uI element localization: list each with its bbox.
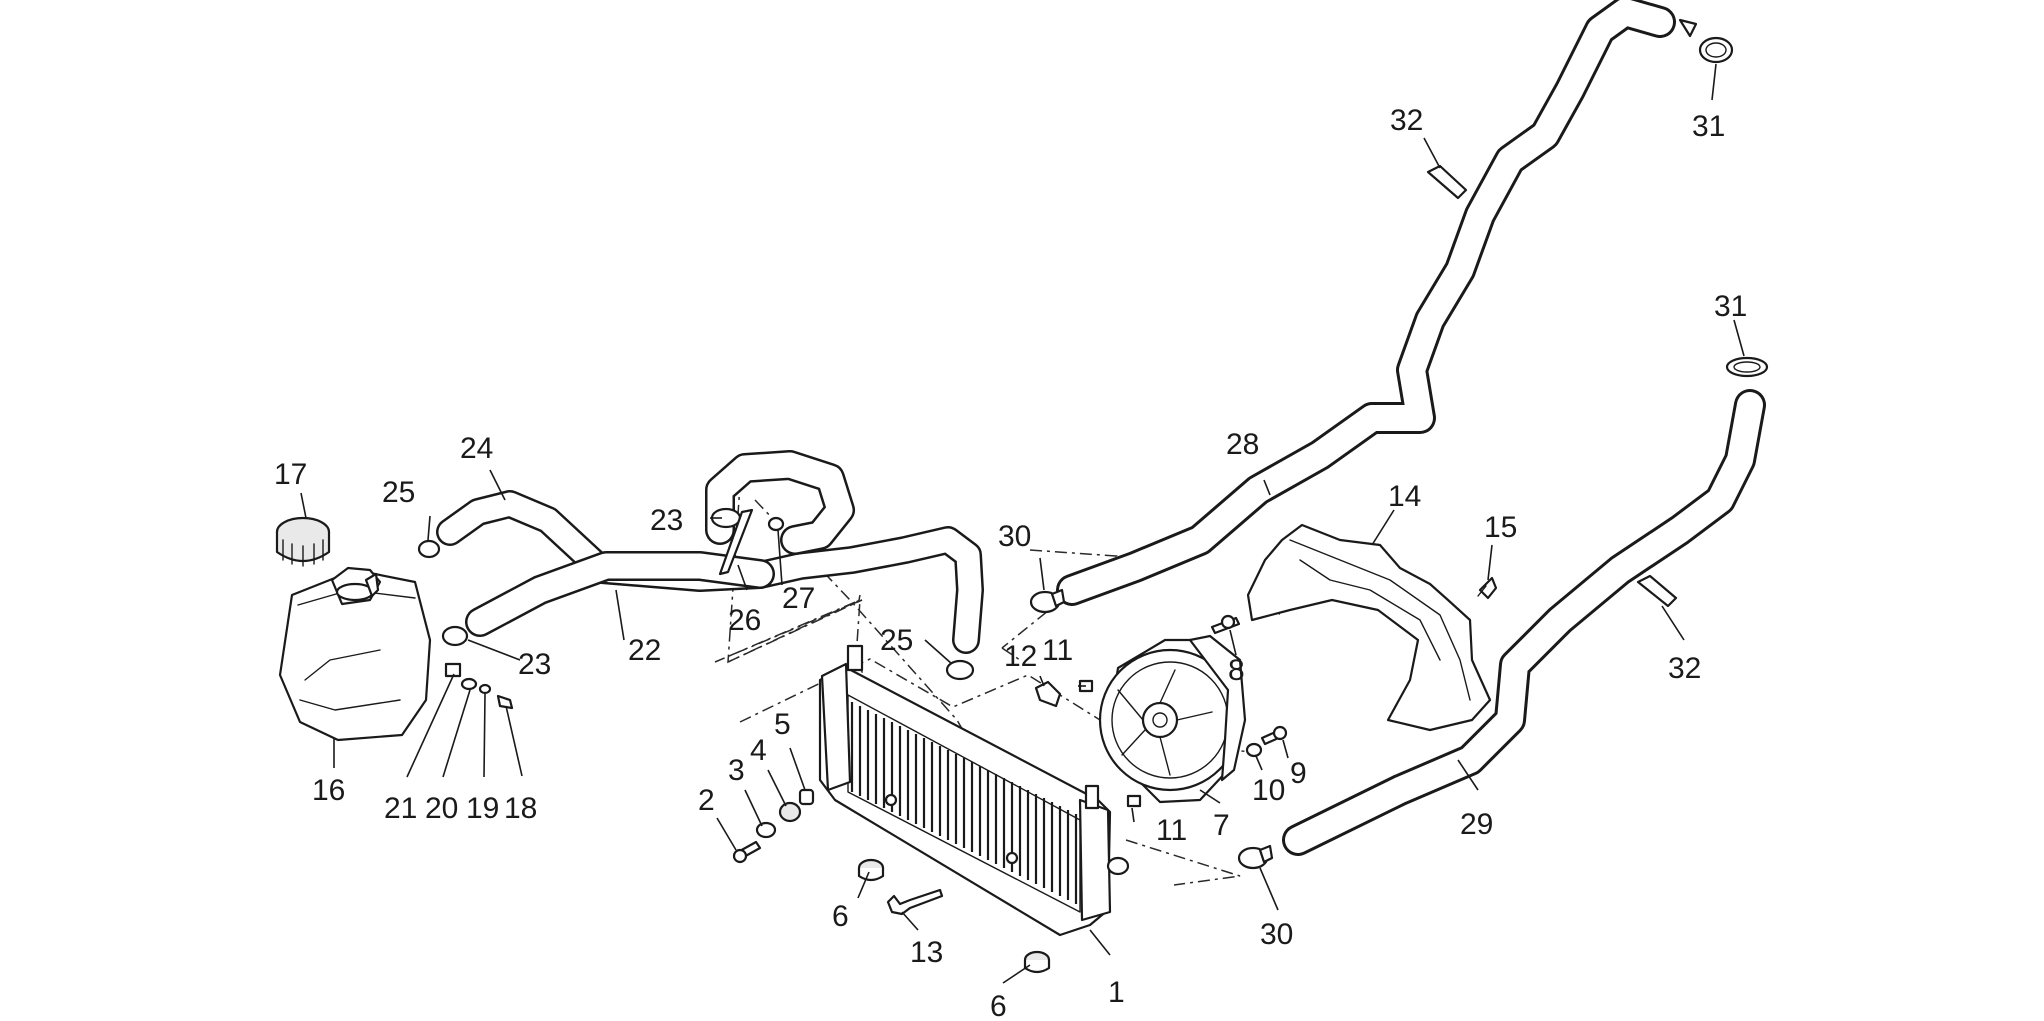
callout-8: 8 [1228,654,1245,687]
callout-27: 27 [782,582,815,615]
callout-11-lower: 11 [1156,814,1187,847]
callout-22: 22 [628,634,661,667]
callout-25-right: 25 [880,624,913,657]
callout-32-upper: 32 [1390,104,1423,137]
callout-30-lower: 30 [1260,918,1293,951]
callout-2: 2 [698,784,715,817]
clip-32-upper [1426,164,1468,200]
callout-10: 10 [1252,774,1285,807]
radiator-mount-parts [732,788,1051,974]
callout-15: 15 [1484,511,1517,544]
callout-24: 24 [460,432,493,465]
leader-lines [300,63,1745,984]
fan-shroud [1246,523,1492,732]
expansion-tank [278,566,432,742]
clip-32-lower [1636,574,1678,608]
callout-14: 14 [1388,480,1421,513]
hose-29 [1282,389,1766,856]
callout-19: 19 [466,792,499,825]
callout-20: 20 [425,792,458,825]
clamp-30-lower [1237,844,1274,870]
clamp-31-upper [1678,18,1734,64]
callout-5: 5 [774,708,791,741]
callout-18: 18 [504,792,537,825]
callout-16: 16 [312,774,345,807]
hose-28 [1056,0,1676,606]
callout-23-upper: 23 [650,504,683,537]
clamps-upper-hose [710,507,975,681]
callout-11-upper: 11 [1042,634,1073,667]
callout-17: 17 [274,458,307,491]
callout-3: 3 [728,754,745,787]
radiator [818,644,1130,937]
callout-1: 1 [1108,976,1125,1009]
tank-cap [275,516,331,567]
hose-24 [436,490,984,654]
callout-9: 9 [1290,757,1307,790]
small-fittings-tank [417,539,514,710]
hose-loop [705,450,855,555]
cooling-fan [1098,634,1247,804]
hose-22 [465,551,775,637]
callout-26: 26 [728,604,761,637]
callout-23-lower: 23 [518,648,551,681]
callout-30-upper: 30 [998,520,1031,553]
callout-21: 21 [384,792,417,825]
clamp-31-lower [1725,356,1769,378]
callout-12: 12 [1004,640,1037,673]
clamp-30-upper [1029,588,1066,614]
callout-32-lower: 32 [1668,652,1701,685]
callout-6-upper: 6 [832,900,849,933]
push-pin [1477,576,1498,600]
callout-7: 7 [1213,809,1230,842]
callout-29: 29 [1460,808,1493,841]
callout-4: 4 [750,734,767,767]
callouts: 1 2 3 4 5 6 6 7 8 9 10 11 11 12 13 14 15… [274,104,1747,1021]
callout-31-lower: 31 [1714,290,1747,323]
callout-6-lower: 6 [990,990,1007,1021]
callout-28: 28 [1226,428,1259,461]
callout-31-upper: 31 [1692,110,1725,143]
callout-13: 13 [910,936,943,969]
callout-25-left: 25 [382,476,415,509]
